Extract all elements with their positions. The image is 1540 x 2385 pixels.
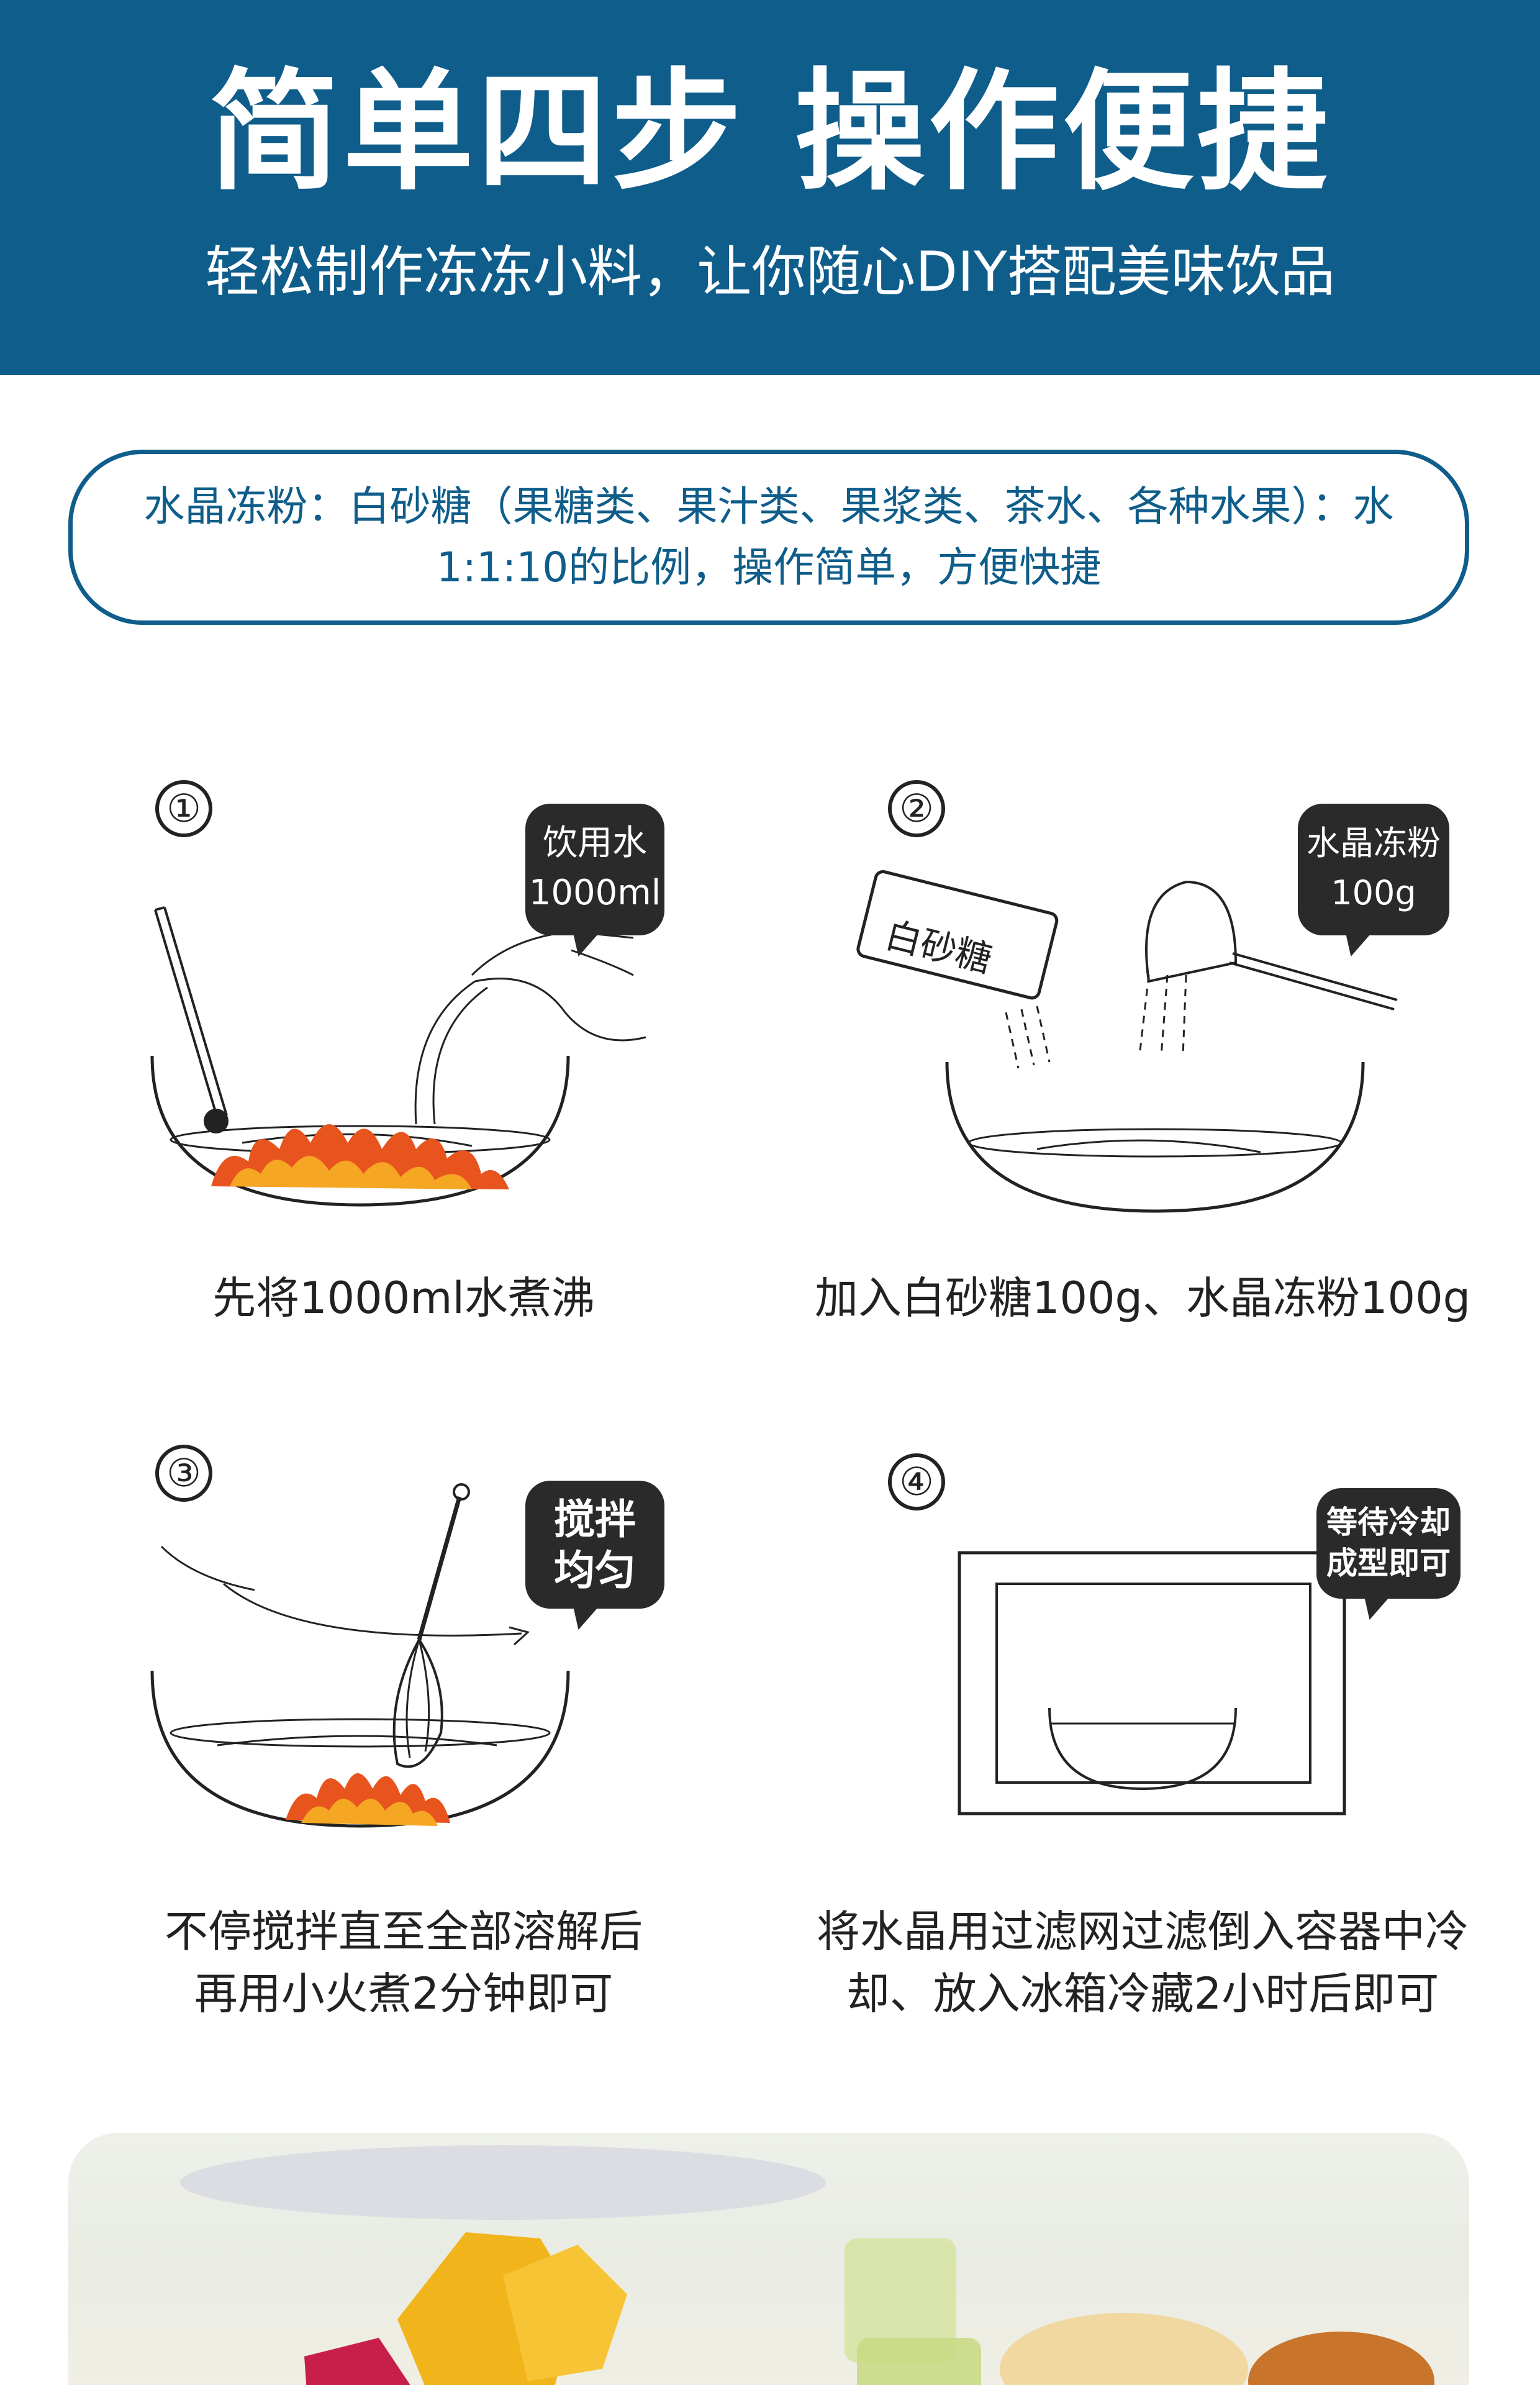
step-4-number: ④: [888, 1453, 945, 1510]
step-2-caption-line1: 加入白砂糖100g、水晶冻粉100g: [814, 1273, 1471, 1324]
step-4-bubble-line1: 等待冷却: [1326, 1504, 1451, 1540]
adding-powder-illustration: [856, 870, 1398, 1213]
water-jug-icon: [471, 930, 646, 1042]
page-title: 简单四步 操作便捷: [209, 55, 1331, 208]
step-1-number: ①: [155, 780, 212, 837]
step-3-caption: 不停搅拌直至全部溶解后 再用小火煮2分钟即可: [37, 1901, 770, 2025]
step-4-bubble-line2: 成型即可: [1326, 1545, 1451, 1581]
ratio-info-box: 水晶冻粉：白砂糖（果糖类、果汁类、果浆类、茶水、各种水果）：水 1:1:10的比…: [68, 450, 1469, 625]
step-2-bubble: 水晶冻粉 100g: [1298, 804, 1449, 935]
bowl-icon: [150, 1670, 570, 1828]
step-2-bubble-line2: 100g: [1331, 873, 1416, 912]
ratio-info-line2: 1:1:10的比例，操作简单，方便快捷: [436, 543, 1102, 591]
step-4-caption: 将水晶用过滤网过滤倒入容器中冷 却、放入冰箱冷藏2小时后即可: [776, 1901, 1509, 2025]
step-3-bubble: 搅拌 均匀: [525, 1481, 664, 1609]
step-3-bubble-line2: 均匀: [554, 1547, 636, 1594]
fruit-jelly-photo: [68, 2133, 1469, 2385]
step-1: ①: [37, 776, 770, 1335]
bowl-icon: [150, 1055, 570, 1207]
ratio-info-line1: 水晶冻粉：白砂糖（果糖类、果汁类、果浆类、茶水、各种水果）：水: [143, 483, 1394, 530]
step-3-number: ③: [155, 1445, 212, 1502]
step-2-number: ②: [888, 780, 945, 837]
step-4-caption-line1: 将水晶用过滤网过滤倒入容器中冷: [817, 1906, 1469, 1957]
step-3-caption-line2: 再用小火煮2分钟即可: [194, 1968, 614, 2019]
fridge-icon: [958, 1551, 1346, 1815]
step-4: ④ 等待冷却 成型即可 将水晶用过滤网过滤倒入容器中冷 却、放入冰箱冷藏2小时后…: [776, 1441, 1509, 2037]
fruit-photo-art: [180, 2145, 1434, 2385]
step-1-bubble: 饮用水 1000ml: [525, 804, 664, 935]
fire-icon: [211, 1124, 509, 1189]
step-1-bubble-line1: 饮用水: [543, 823, 647, 863]
step-1-caption-line1: 先将1000ml水煮沸: [212, 1273, 595, 1324]
step-1-caption: 先将1000ml水煮沸: [37, 1267, 770, 1329]
thermometer-icon: [154, 906, 228, 1119]
page-subtitle: 轻松制作冻冻小料，让你随心DIY搭配美味饮品: [205, 240, 1335, 304]
step-4-caption-line2: 却、放入冰箱冷藏2小时后即可: [846, 1968, 1439, 2019]
step-1-bubble-line2: 1000ml: [528, 873, 661, 913]
step-2-bubble-line1: 水晶冻粉: [1307, 824, 1441, 863]
step-3-caption-line1: 不停搅拌直至全部溶解后: [165, 1906, 643, 1957]
step-2-caption: 加入白砂糖100g、水晶冻粉100g: [776, 1267, 1509, 1329]
bowl-icon: [1048, 1707, 1237, 1791]
bowl-icon: [945, 1061, 1365, 1213]
stirring-illustration: [150, 1483, 570, 1828]
step-4-bubble: 等待冷却 成型即可: [1316, 1488, 1461, 1599]
scoop-icon: [1145, 880, 1398, 1011]
ratio-info-text: 水晶冻粉：白砂糖（果糖类、果汁类、果浆类、茶水、各种水果）：水 1:1:10的比…: [144, 476, 1394, 598]
sugar-packet-icon: [856, 870, 1059, 1000]
step-2: ②: [776, 776, 1509, 1335]
fridge-illustration: [958, 1551, 1346, 1815]
header-banner: 简单四步 操作便捷 轻松制作冻冻小料，让你随心DIY搭配美味饮品: [0, 0, 1540, 375]
whisk-icon: [392, 1483, 470, 1768]
fire-icon: [286, 1773, 450, 1826]
step-3: ③: [37, 1441, 770, 2037]
step-3-bubble-line1: 搅拌: [554, 1496, 636, 1543]
